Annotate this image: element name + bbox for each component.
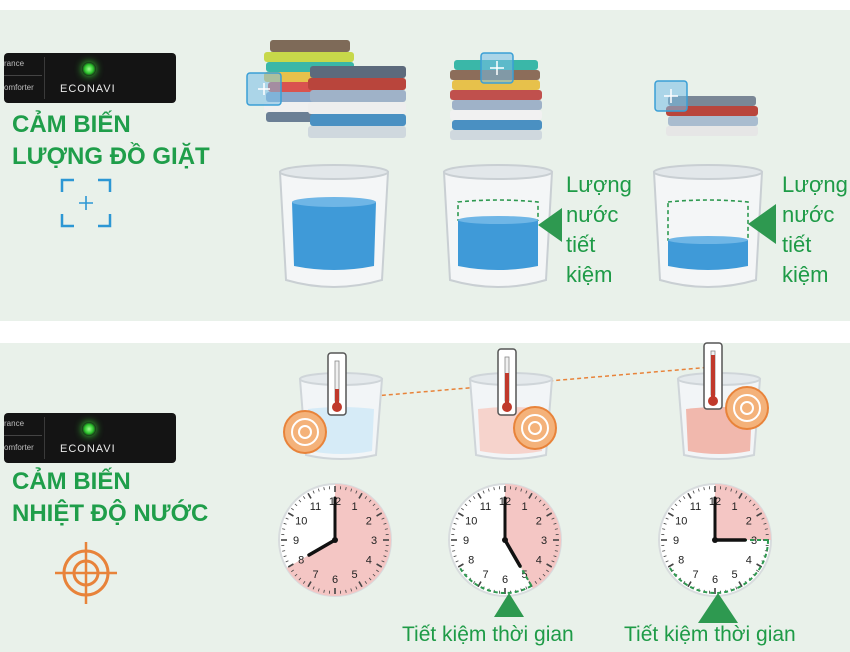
econavi-brand: ECONAVI — [60, 83, 116, 95]
sensor-focus-icon — [480, 52, 514, 84]
clock-number: 7 — [692, 569, 698, 581]
clock-number: 8 — [298, 555, 304, 567]
badge-option-2: omforter — [4, 83, 34, 92]
laundry-load-sensor-panel: rance omforter ECONAVI CẢM BIẾN LƯỢNG ĐỒ… — [0, 10, 850, 321]
clock-number: 6 — [502, 574, 508, 586]
clock-number: 11 — [480, 501, 491, 513]
time-saving-label-1: Tiết kiệm thời gian — [402, 623, 574, 646]
elapsed-time-sector — [286, 484, 391, 596]
elapsed-time-sector — [715, 484, 771, 540]
econavi-led-icon — [82, 62, 96, 76]
econavi-badge: rance omforter ECONAVI — [4, 53, 176, 103]
clock-hand — [503, 538, 522, 568]
thermometer-icon — [497, 348, 517, 416]
clock-hand — [307, 538, 337, 557]
clock-number: 9 — [463, 535, 469, 547]
badge-option-1: rance — [4, 59, 25, 68]
clock-cold-water: 121234567891011 — [278, 483, 392, 597]
water-saving-callout-2: Lượng nước tiết kiệm — [782, 172, 848, 287]
heat-sensor-icon — [283, 410, 327, 454]
clock-number: 8 — [468, 555, 474, 567]
econavi-led-icon — [82, 422, 96, 436]
clock-number: 1 — [731, 501, 737, 513]
clock-number: 4 — [746, 555, 752, 567]
clock-number: 11 — [690, 501, 701, 513]
sensor-focus-icon — [246, 72, 282, 106]
clothes-stack-medium — [450, 60, 542, 140]
target-icon — [55, 542, 117, 604]
saved-time-arc — [458, 565, 532, 594]
clock-number: 5 — [731, 569, 737, 581]
badge-option-1: rance — [4, 419, 25, 428]
arrow-left-icon — [748, 204, 776, 244]
clothes-stack-small — [666, 96, 758, 136]
water-temperature-sensor-panel: rance omforter ECONAVI CẢM BIẾN NHIỆT ĐỘ… — [0, 342, 850, 652]
time-saving-label-2: Tiết kiệm thời gian — [624, 623, 796, 646]
clock-number: 1 — [521, 501, 527, 513]
section-title-line1: CẢM BIẾN — [12, 468, 131, 495]
clock-number: 2 — [746, 516, 752, 528]
clock-number: 7 — [312, 569, 318, 581]
badge-option-2: omforter — [4, 443, 34, 452]
clock-number: 4 — [536, 555, 542, 567]
clock-warm-water: 121234567891011 — [448, 483, 562, 597]
sensor-focus-icon — [654, 80, 688, 112]
clock-number: 9 — [293, 535, 299, 547]
clock-number: 4 — [366, 555, 372, 567]
thermometer-icon — [327, 352, 347, 416]
focus-frame-icon — [60, 178, 112, 228]
arrow-up-icon — [698, 593, 738, 623]
clock-number: 9 — [673, 535, 679, 547]
arrow-up-icon — [494, 593, 524, 617]
clock-number: 10 — [675, 516, 687, 528]
heat-sensor-icon — [725, 386, 769, 430]
clock-number: 3 — [371, 535, 377, 547]
section-title-line1: CẢM BIẾN — [12, 111, 131, 138]
water-tub-full — [278, 164, 390, 288]
clock-number: 7 — [482, 569, 488, 581]
water-tub-medium — [442, 164, 554, 288]
temperature-trend-line — [339, 366, 713, 400]
clothes-stack-large — [264, 40, 406, 138]
clock-number: 11 — [310, 501, 321, 513]
clock-number: 1 — [351, 501, 357, 513]
heat-sensor-icon — [513, 406, 557, 450]
clock-number: 5 — [521, 569, 527, 581]
clock-number: 3 — [541, 535, 547, 547]
clock-number: 10 — [295, 516, 307, 528]
clock-number: 5 — [351, 569, 357, 581]
clock-number: 10 — [465, 516, 477, 528]
arrow-left-icon — [538, 208, 562, 242]
econavi-badge: rance omforter ECONAVI — [4, 413, 176, 463]
water-saving-callout-1: Lượng nước tiết kiệm — [566, 172, 632, 287]
clock-number: 2 — [536, 516, 542, 528]
clock-number: 2 — [366, 516, 372, 528]
clock-hot-water: 121234567891011 — [658, 483, 772, 597]
clock-number: 6 — [332, 574, 338, 586]
clock-number: 8 — [678, 555, 684, 567]
clock-number: 6 — [712, 574, 718, 586]
saved-time-arc — [668, 539, 769, 594]
thermometer-icon — [703, 342, 723, 410]
section-title-line2: LƯỢNG ĐỒ GIẶT — [12, 143, 210, 170]
econavi-brand: ECONAVI — [60, 443, 116, 455]
section-title-line2: NHIỆT ĐỘ NƯỚC — [12, 500, 209, 527]
